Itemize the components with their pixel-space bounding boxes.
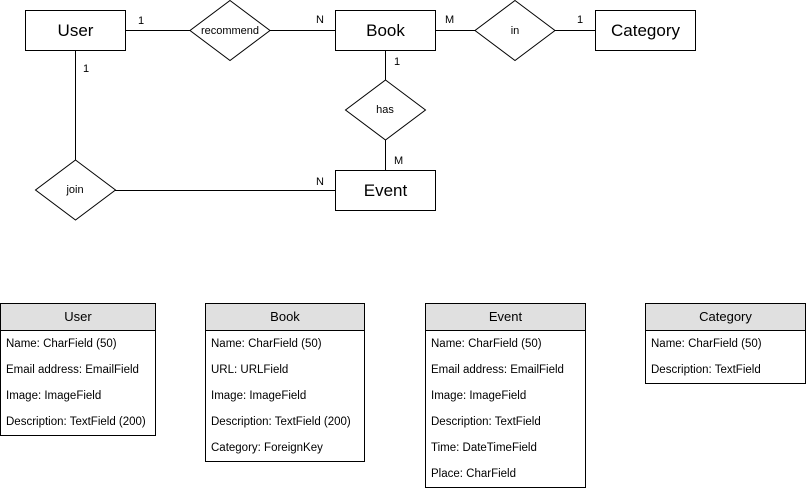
entity-category: Category: [595, 10, 696, 51]
cardinality-has-event: M: [394, 155, 404, 167]
entity-user: User: [25, 10, 126, 51]
table-event-field: Time: DateTimeField: [431, 442, 537, 454]
table-book-field: Name: CharField (50): [211, 338, 322, 350]
relationship-in-diamond: [474, 0, 556, 62]
table-event-header: Event: [426, 304, 585, 331]
table-category-field: Name: CharField (50): [651, 338, 762, 350]
cardinality-recommend-user: 1: [138, 15, 145, 27]
table-book-field: Description: TextField (200): [211, 416, 351, 428]
table-event-field: Place: CharField: [431, 468, 517, 480]
table-user-field: Email address: EmailField: [6, 364, 139, 376]
table-user-header: User: [1, 304, 155, 331]
table-category-header: Category: [646, 304, 805, 331]
entity-event: Event: [335, 170, 436, 211]
table-book-field: Category: ForeignKey: [211, 442, 323, 454]
relationship-has-label: has: [376, 104, 394, 116]
table-event-field: Email address: EmailField: [431, 364, 564, 376]
cardinality-recommend-book: N: [316, 14, 324, 26]
table-event-field: Name: CharField (50): [431, 338, 542, 350]
relationship-recommend-diamond: [189, 0, 271, 62]
table-book-header: Book: [206, 304, 364, 331]
entity-category-label: Category: [611, 20, 680, 40]
relationship-join-diamond: [34, 159, 117, 221]
cardinality-in-category: 1: [577, 14, 584, 26]
table-user-field: Name: CharField (50): [6, 338, 117, 350]
cardinality-has-book: 1: [394, 56, 401, 68]
cardinality-join-user: 1: [83, 63, 90, 75]
relationship-join-label: join: [66, 184, 84, 196]
relationship-recommend-label: recommend: [200, 25, 260, 37]
entity-user-label: User: [57, 20, 94, 40]
table-book-field: URL: URLField: [211, 364, 289, 376]
table-user-field: Description: TextField (200): [6, 416, 146, 428]
cardinality-join-event: N: [316, 176, 324, 188]
table-category-field: Description: TextField: [651, 364, 761, 376]
table-user: User Name: CharField (50) Email address:…: [0, 303, 156, 436]
cardinality-in-book: M: [445, 14, 455, 26]
entity-event-label: Event: [363, 180, 408, 200]
table-event: Event Name: CharField (50) Email address…: [425, 303, 586, 488]
entity-book: Book: [335, 10, 436, 51]
table-category: Category Name: CharField (50) Descriptio…: [645, 303, 806, 384]
table-event-field: Image: ImageField: [431, 390, 527, 402]
table-event-field: Description: TextField: [431, 416, 541, 428]
relationship-in-label: in: [510, 25, 520, 37]
entity-book-label: Book: [366, 20, 405, 40]
relationship-has-diamond: [344, 79, 427, 141]
table-book: Book Name: CharField (50) URL: URLField …: [205, 303, 365, 462]
table-user-field: Image: ImageField: [6, 390, 102, 402]
table-book-field: Image: ImageField: [211, 390, 307, 402]
